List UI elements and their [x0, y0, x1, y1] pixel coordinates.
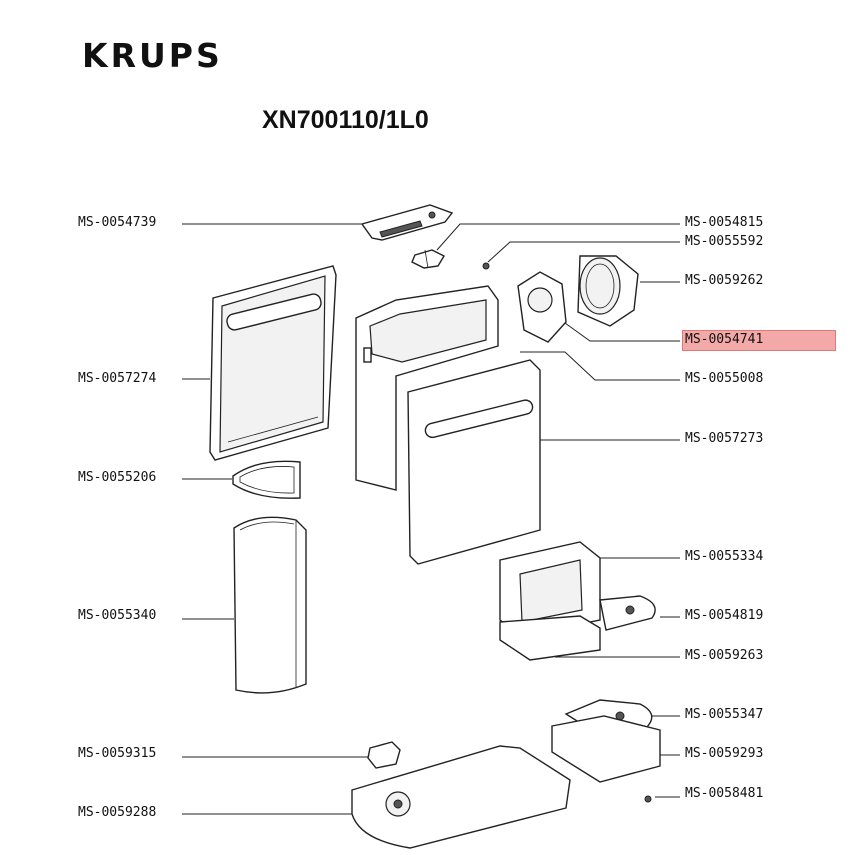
brew-unit-part [517, 271, 567, 343]
label-ms-0055592[interactable]: MS-0055592 [685, 234, 764, 249]
label-ms-0054741[interactable]: MS-0054741 [685, 332, 764, 347]
brand-logo: KRUPS [82, 36, 223, 75]
label-ms-0059293[interactable]: MS-0059293 [685, 746, 764, 761]
label-ms-0054815[interactable]: MS-0054815 [685, 215, 764, 230]
cup-grid-part [599, 595, 656, 631]
main-body-part [355, 285, 499, 491]
control-panel-part [360, 204, 454, 241]
label-ms-0054739[interactable]: MS-0054739 [78, 215, 157, 230]
label-ms-0054819[interactable]: MS-0054819 [685, 608, 764, 623]
label-ms-0059263[interactable]: MS-0059263 [685, 648, 764, 663]
front-cover-part [407, 359, 541, 565]
label-ms-0059315[interactable]: MS-0059315 [78, 746, 157, 761]
label-ms-0057273[interactable]: MS-0057273 [685, 431, 764, 446]
model-number: XN700110/1L0 [262, 106, 429, 134]
foot-part [644, 795, 652, 803]
label-ms-0058481[interactable]: MS-0058481 [685, 786, 764, 801]
capsule-container-part [499, 541, 601, 637]
label-ms-0055206[interactable]: MS-0055206 [78, 470, 157, 485]
drip-tray-lower-part [551, 715, 661, 783]
label-ms-0059288[interactable]: MS-0059288 [78, 805, 157, 820]
label-ms-0055334[interactable]: MS-0055334 [685, 549, 764, 564]
base-part [351, 745, 571, 849]
switch-part [411, 249, 445, 269]
drip-tray-part [499, 615, 601, 661]
label-ms-0055340[interactable]: MS-0055340 [78, 608, 157, 623]
label-ms-0055008[interactable]: MS-0055008 [685, 371, 764, 386]
water-tank-part [233, 516, 307, 694]
label-ms-0059262[interactable]: MS-0059262 [685, 273, 764, 288]
capsule-holder-part [577, 255, 639, 327]
label-ms-0057274[interactable]: MS-0057274 [78, 371, 157, 386]
highlighted-part-marker [682, 330, 836, 351]
screw-part [482, 262, 490, 270]
leader-lines [182, 223, 680, 815]
back-panel-part [209, 265, 337, 461]
label-ms-0055347[interactable]: MS-0055347 [685, 707, 764, 722]
drip-lid-part [232, 460, 301, 499]
plug-part [367, 741, 401, 769]
